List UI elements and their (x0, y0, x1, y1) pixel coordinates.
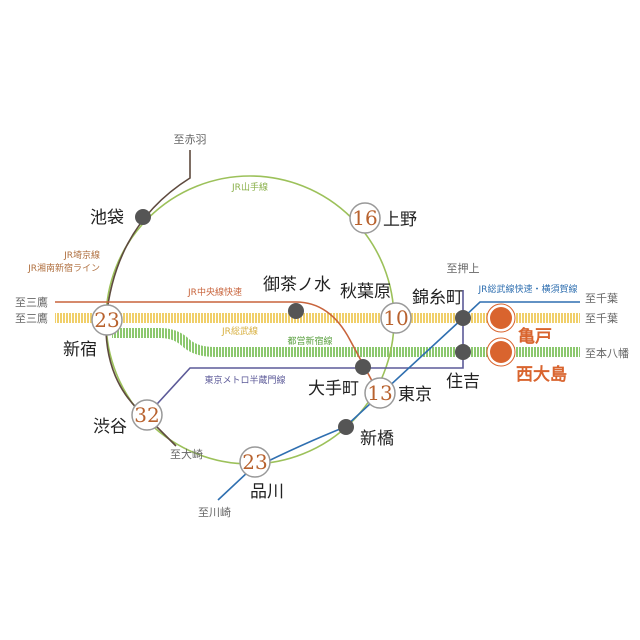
station-shinagawa: 品川 (250, 482, 284, 502)
svg-text:23: 23 (94, 308, 119, 332)
ikebukuro-dot[interactable] (135, 209, 151, 225)
label-sobu-rapid: JR総武線快速・横須賀線 (478, 283, 578, 295)
kinshicho-dot[interactable] (455, 310, 471, 326)
ochanomizu-dot[interactable] (288, 303, 304, 319)
station-ochanomizu: 御茶ノ水 (263, 275, 331, 295)
hanzomon-line (146, 290, 464, 416)
shinjuku-line (112, 328, 580, 357)
dir-chiba-2: 至千葉 (585, 311, 618, 325)
station-tokyo: 東京 (398, 385, 432, 405)
dir-osaki: 至大崎 (170, 447, 203, 461)
label-saikyo: JR埼京線 (63, 249, 100, 261)
kameido-marker[interactable] (486, 303, 516, 333)
dir-akabane: 至赤羽 (174, 133, 207, 146)
dir-mitaka-2: 至三鷹 (15, 311, 48, 325)
minutes-badge-shinjuku: 23 (91, 304, 123, 336)
station-kameido: 亀戸 (518, 326, 552, 347)
nishiojima-marker[interactable] (486, 337, 516, 367)
svg-text:32: 32 (134, 403, 159, 427)
station-kinshicho: 錦糸町 (412, 288, 463, 308)
station-akihabara: 秋葉原 (340, 282, 391, 302)
minutes-badge-shibuya: 32 (131, 399, 163, 431)
label-hanzomon: 東京メトロ半蔵門線 (204, 374, 285, 386)
dir-chiba-1: 至千葉 (585, 291, 618, 305)
minutes-badge-shinagawa: 23 (239, 446, 271, 478)
label-chuo: JR中央線快速 (187, 286, 242, 298)
station-shinbashi: 新橋 (360, 429, 394, 449)
dir-oshiage: 至押上 (447, 261, 480, 275)
label-shonan: JR湘南新宿ライン (27, 262, 100, 274)
dir-motoyawata: 至本八幡 (585, 346, 629, 360)
shinbashi-dot[interactable] (338, 419, 354, 435)
minutes-badge-ueno: 16 (349, 202, 381, 234)
svg-text:23: 23 (242, 450, 267, 474)
station-sumiyoshi: 住吉 (446, 372, 480, 392)
sobu-line (55, 313, 580, 323)
chuo-line (55, 301, 379, 393)
minutes-badge-akihabara: 10 (380, 302, 412, 334)
label-sobu: JR総武線 (221, 325, 258, 337)
svg-text:10: 10 (383, 306, 408, 330)
sumiyoshi-dot[interactable] (455, 344, 471, 360)
station-ueno: 上野 (383, 210, 417, 230)
svg-text:13: 13 (367, 381, 392, 405)
dir-kawasaki: 至川崎 (198, 505, 231, 519)
minutes-badge-tokyo: 13 (364, 377, 396, 409)
svg-text:16: 16 (352, 206, 377, 230)
station-nishiojima: 西大島 (516, 364, 567, 385)
label-yamanote: JR山手線 (231, 181, 268, 193)
station-otemachi: 大手町 (308, 379, 359, 399)
station-ikebukuro: 池袋 (90, 208, 124, 228)
station-shibuya: 渋谷 (93, 417, 127, 437)
label-shinjuku-line: 都営新宿線 (287, 335, 332, 347)
station-shinjuku: 新宿 (63, 340, 97, 360)
otemachi-dot[interactable] (355, 359, 371, 375)
dir-mitaka-1: 至三鷹 (15, 295, 48, 309)
